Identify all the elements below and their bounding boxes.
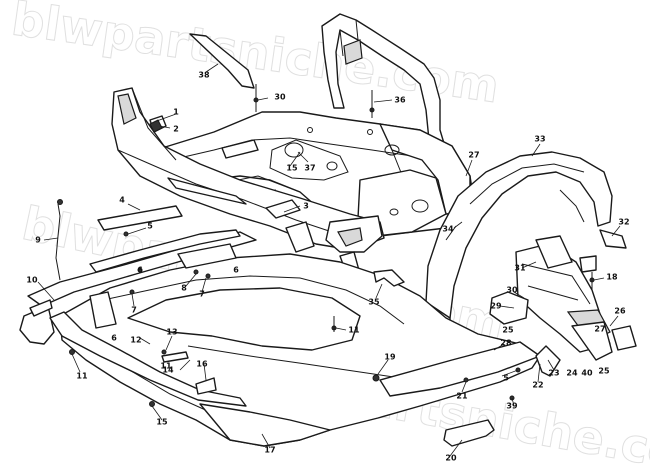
callout-9: 9 xyxy=(35,236,41,245)
callout-20: 20 xyxy=(445,454,457,463)
callout-12: 12 xyxy=(130,336,141,345)
callouts: 1 2 3 4 5 5 6 6 6 7 7 8 9 10 11 11 11 12… xyxy=(26,63,630,463)
front-crossmember xyxy=(111,87,385,279)
callout-30b: 30 xyxy=(506,286,518,295)
callout-11: 11 xyxy=(76,372,88,381)
callout-17: 17 xyxy=(264,446,275,455)
callout-10: 10 xyxy=(26,276,38,285)
callout-34: 34 xyxy=(442,225,454,234)
callout-8: 8 xyxy=(181,284,187,293)
clip-20 xyxy=(443,419,495,447)
callout-25: 25 xyxy=(502,326,514,335)
callout-11b: 11 xyxy=(348,326,360,335)
callout-24: 24 xyxy=(566,369,578,378)
callout-25b: 25 xyxy=(598,367,610,376)
callout-5: 5 xyxy=(147,222,153,231)
callout-18: 18 xyxy=(606,273,618,282)
callout-32: 32 xyxy=(618,218,629,227)
callout-27b: 27 xyxy=(594,325,605,334)
callout-21: 21 xyxy=(456,392,468,401)
belly-pan xyxy=(59,253,541,447)
callout-39: 39 xyxy=(506,402,518,411)
callout-15b: 15 xyxy=(286,164,298,173)
callout-11c: 11 xyxy=(160,362,172,371)
callout-38: 38 xyxy=(198,71,210,80)
callout-22: 22 xyxy=(532,381,543,390)
callout-5b: 5 xyxy=(503,374,509,383)
callout-6c: 6 xyxy=(111,334,117,343)
side-panel-rear xyxy=(489,235,637,361)
callout-28: 28 xyxy=(500,339,512,348)
callout-7: 7 xyxy=(199,290,205,299)
hardware xyxy=(29,33,597,447)
left-side-rail xyxy=(19,205,257,407)
callout-15: 15 xyxy=(156,418,168,427)
callout-30: 30 xyxy=(274,93,286,102)
callout-13: 13 xyxy=(166,328,177,337)
callout-16: 16 xyxy=(196,360,208,369)
callout-1: 1 xyxy=(173,108,179,117)
callout-36: 36 xyxy=(394,96,406,105)
callout-27: 27 xyxy=(468,151,479,160)
callout-35: 35 xyxy=(368,298,380,307)
callout-3: 3 xyxy=(303,202,309,211)
callout-6: 6 xyxy=(233,266,239,275)
callout-14: 14 xyxy=(162,366,174,375)
callout-23: 23 xyxy=(548,369,559,378)
hook-35 xyxy=(373,269,405,287)
cable-bracket-38 xyxy=(189,33,255,89)
callout-7b: 7 xyxy=(131,306,137,315)
callout-33: 33 xyxy=(534,135,545,144)
callout-6b: 6 xyxy=(137,266,143,275)
callout-40: 40 xyxy=(581,369,593,378)
callout-29: 29 xyxy=(490,302,502,311)
callout-26: 26 xyxy=(614,307,626,316)
callout-4: 4 xyxy=(119,196,125,205)
callout-37: 37 xyxy=(304,164,315,173)
callout-2: 2 xyxy=(173,125,179,134)
callout-31: 31 xyxy=(514,264,526,273)
callout-19: 19 xyxy=(384,353,396,362)
